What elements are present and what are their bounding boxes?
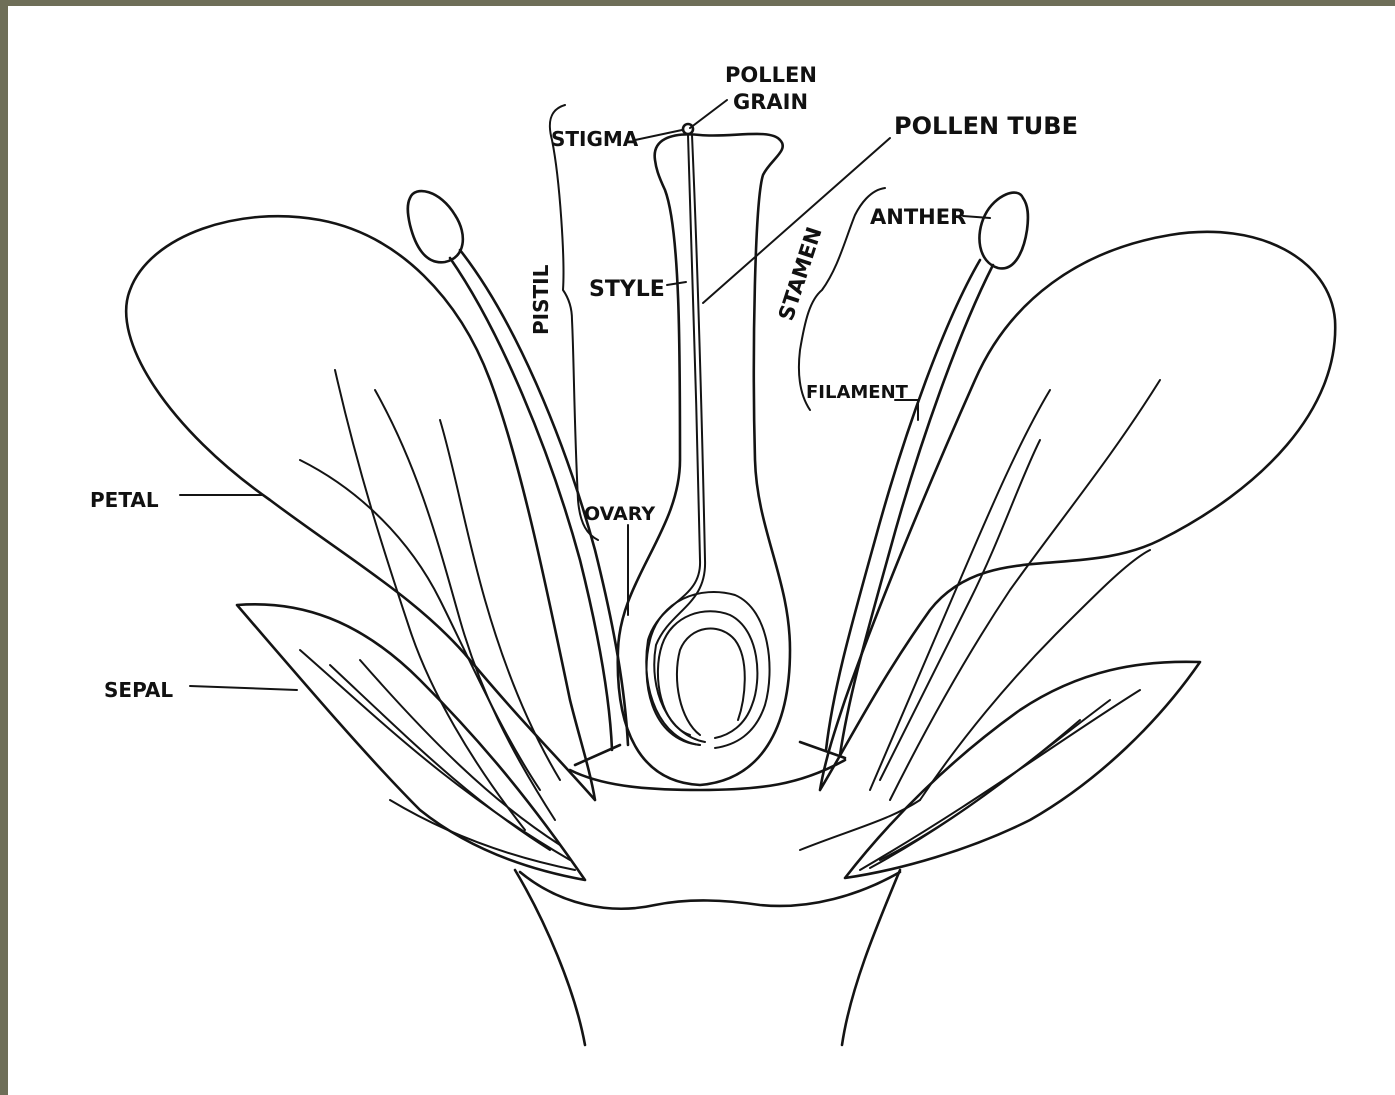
petal-left — [126, 216, 595, 830]
label-style: STYLE — [589, 277, 665, 302]
receptacle — [515, 742, 900, 1045]
label-pollen-tube: POLLEN TUBE — [894, 112, 1078, 140]
pistil — [618, 124, 790, 785]
label-stamen: STAMEN — [774, 224, 827, 324]
label-filament: FILAMENT — [806, 382, 909, 403]
label-stigma: STIGMA — [551, 127, 639, 151]
label-pistil: PISTIL — [529, 264, 553, 335]
label-ovary: OVARY — [584, 503, 655, 525]
label-petal: PETAL — [90, 488, 159, 512]
label-pollen-grain-1: POLLEN — [725, 63, 817, 87]
label-anther: ANTHER — [870, 205, 966, 229]
anther-left — [408, 191, 463, 262]
sepal-left — [237, 604, 585, 880]
anther-right — [979, 193, 1028, 269]
label-pollen-grain-2: GRAIN — [733, 90, 808, 114]
stamen-right — [826, 193, 1028, 755]
pollen-grain — [683, 124, 693, 134]
petal-right — [820, 232, 1335, 800]
label-sepal: SEPAL — [104, 678, 173, 702]
brackets — [550, 105, 885, 540]
